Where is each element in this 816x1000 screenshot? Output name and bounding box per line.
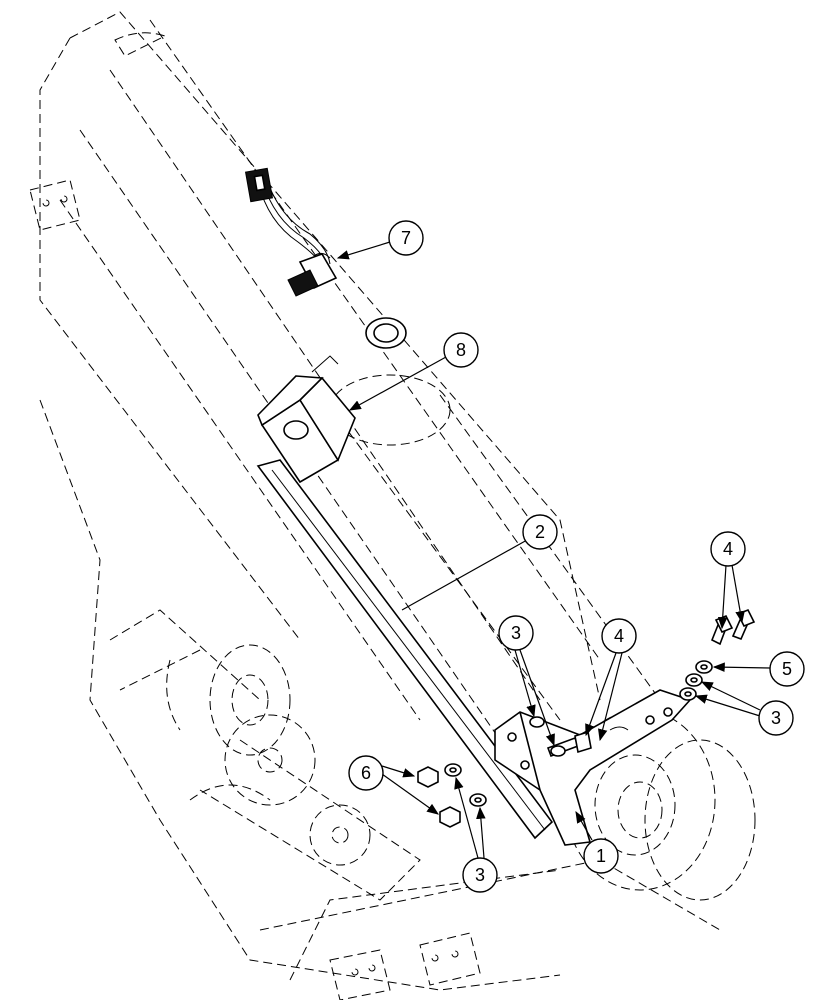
cylinder-outline	[119, 374, 661, 901]
callout-3-lower: 3	[462, 857, 498, 893]
strip-part-2	[256, 459, 554, 840]
svg-text:8: 8	[456, 340, 466, 360]
bracket-part-8	[257, 355, 356, 484]
callout-1: 1	[583, 838, 619, 874]
leader-lines	[336, 241, 771, 859]
svg-text:1: 1	[596, 846, 606, 866]
callout-2: 2	[522, 514, 558, 550]
svg-text:5: 5	[782, 659, 792, 679]
svg-text:3: 3	[511, 623, 521, 643]
callout-4-middle: 4	[601, 618, 637, 654]
callout-6: 6	[348, 755, 384, 791]
hardware	[417, 608, 756, 828]
svg-text:3: 3	[771, 708, 781, 728]
svg-text:7: 7	[401, 228, 411, 248]
callout-7: 7	[388, 220, 424, 256]
svg-text:6: 6	[361, 763, 371, 783]
svg-text:2: 2	[535, 522, 545, 542]
svg-text:4: 4	[723, 539, 733, 559]
callout-3-upper-left: 3	[498, 615, 534, 651]
callout-4-upper: 4	[710, 531, 746, 567]
grommet	[365, 317, 407, 349]
callout-8: 8	[443, 332, 479, 368]
sensor-part-7	[244, 167, 338, 297]
frame-outline	[39, 399, 721, 1000]
callout-5: 5	[769, 651, 805, 687]
svg-text:4: 4	[614, 626, 624, 646]
callout-3-right: 3	[758, 700, 794, 736]
svg-text:3: 3	[475, 865, 485, 885]
